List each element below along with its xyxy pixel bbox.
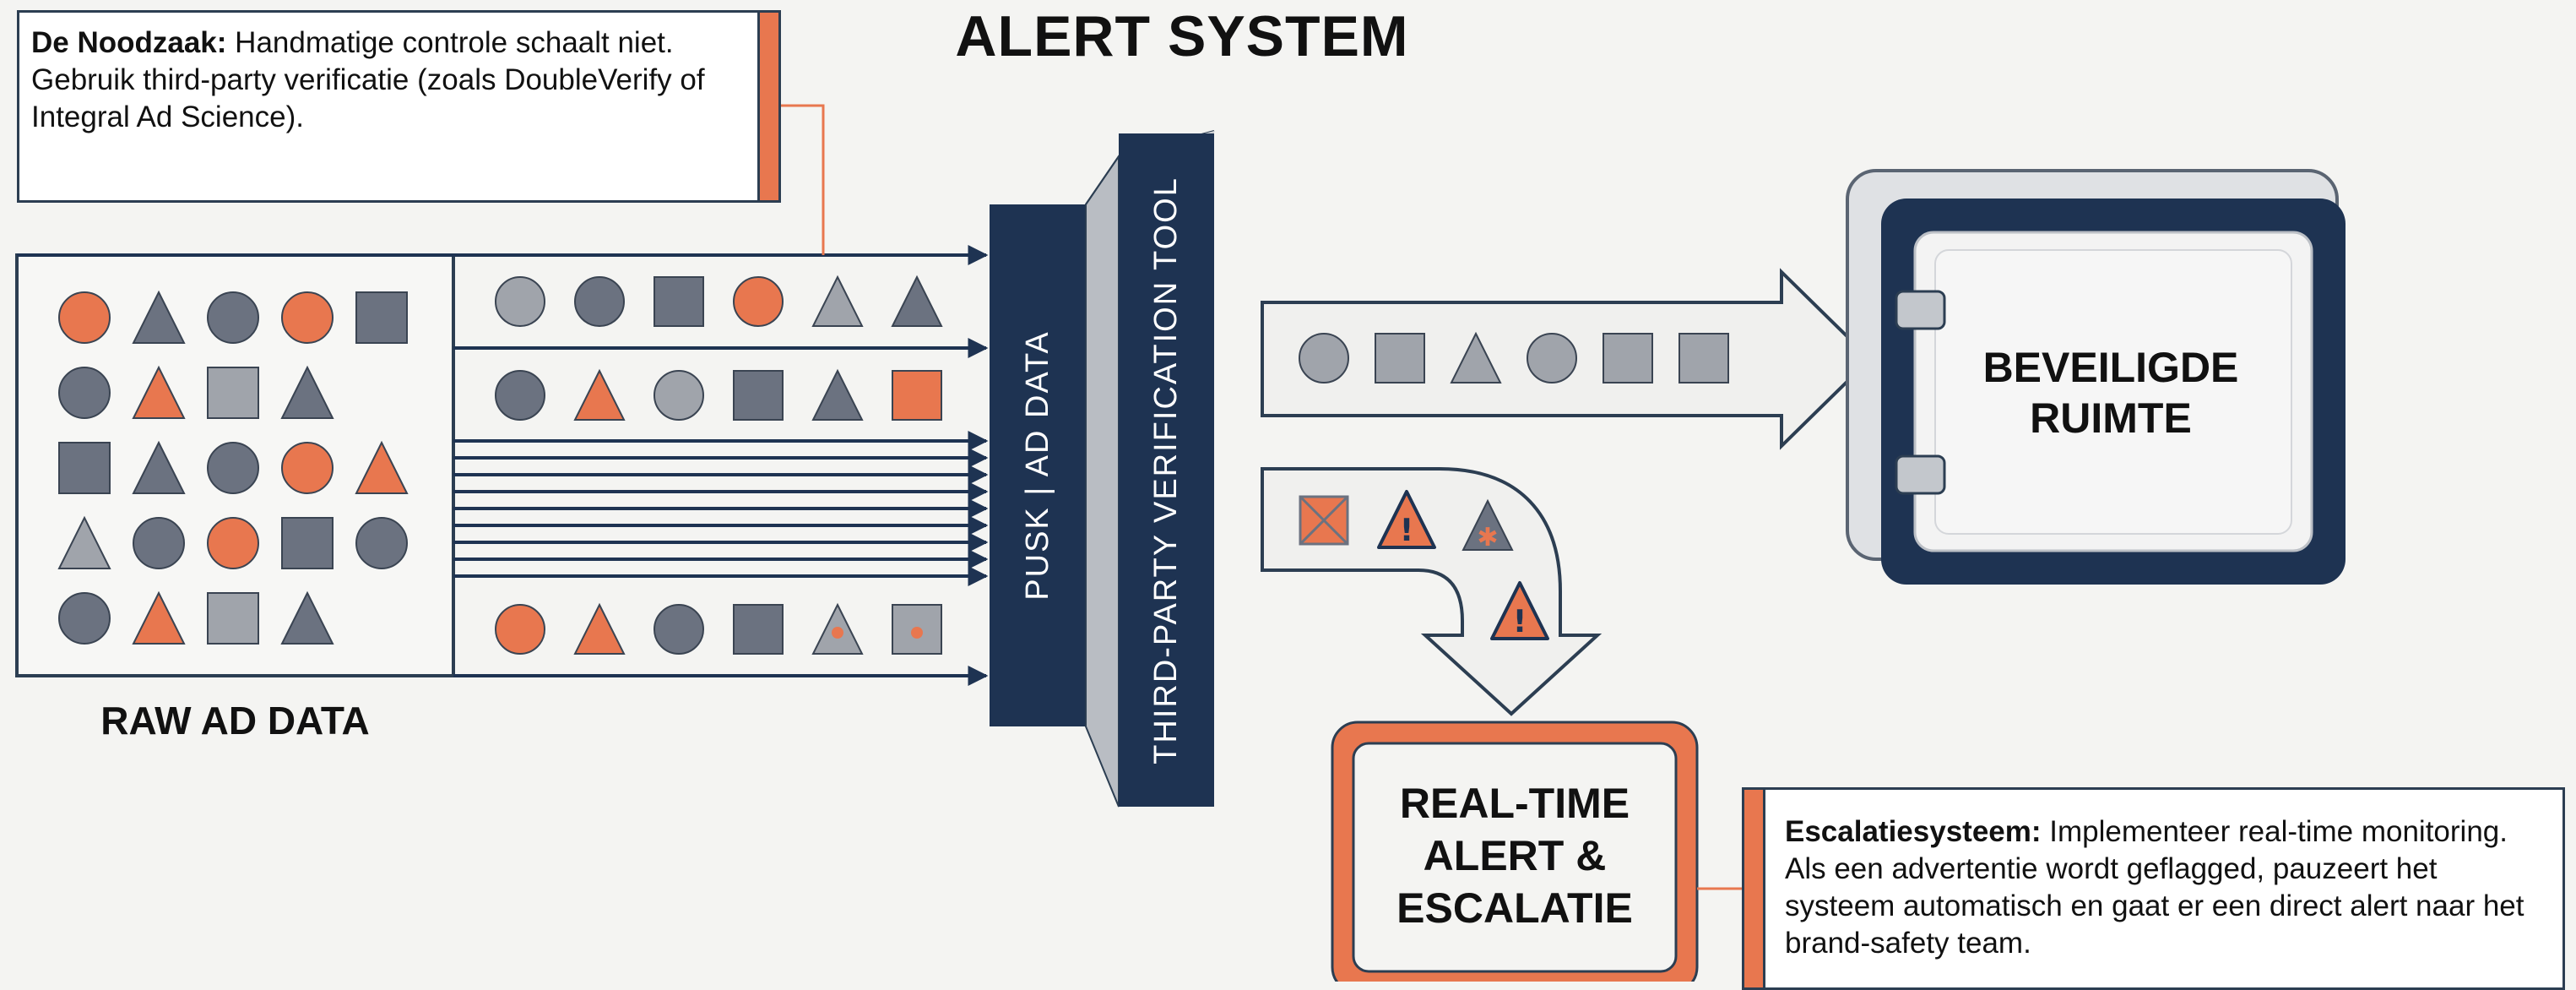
circle-shape: [653, 604, 704, 655]
verification-tool: [1119, 133, 1214, 807]
square-shape: [653, 276, 704, 327]
square-shape: [281, 517, 334, 569]
circle-shape: [58, 291, 111, 344]
verification-tool-label: THIRD-PARTY VERIFICATION TOOL: [1148, 177, 1184, 764]
triangle-shape: [132, 290, 186, 344]
triangle-shape: [280, 590, 334, 645]
alert-escalation-label: REAL-TIME ALERT & ESCALATIE: [1353, 777, 1676, 934]
alert-box-inner: [1352, 742, 1678, 973]
safe-hinge-bottom: [1895, 454, 1946, 495]
circle-shape: [1299, 333, 1349, 383]
note-top: De Noodzaak: Handmatige controle schaalt…: [17, 10, 781, 203]
flag-star-icon: ✱: [1477, 523, 1498, 552]
input-arrows: [17, 245, 989, 686]
circle-shape: [733, 276, 784, 327]
square-shape: [207, 367, 259, 419]
triangle-shape: [57, 515, 111, 569]
warning-exclamation-icon: !: [1513, 603, 1527, 639]
circle-shape: [207, 291, 259, 344]
note-top-heading: De Noodzaak:: [31, 26, 227, 59]
circle-shape: [653, 370, 704, 421]
triangle-shape: [1450, 331, 1502, 383]
square-shape: [892, 370, 942, 421]
circle-shape: [58, 592, 111, 645]
note-bottom-heading: Escalatiesysteem:: [1785, 815, 2042, 848]
safe-inner-panel: [1934, 249, 2292, 535]
secure-room-label: BEVEILIGDE RUIMTE: [1982, 344, 2239, 442]
circle-shape: [207, 517, 259, 569]
square-shape: [733, 370, 784, 421]
circle-shape: [495, 370, 545, 421]
alert-label-line: REAL-TIME: [1399, 780, 1630, 827]
circle-shape: [574, 276, 625, 327]
circle-shape: [281, 442, 334, 494]
circle-shape: [281, 291, 334, 344]
flag-dot: [832, 627, 843, 639]
flag-dot: [911, 627, 923, 639]
note-bottom: Escalatiesysteem: Implementeer real-time…: [1742, 787, 2565, 990]
note-top-body: Handmatige controle schaalt niet. Gebrui…: [31, 26, 705, 133]
circle-shape: [133, 517, 185, 569]
triangle-shape: [811, 275, 864, 327]
triangle-shape: [280, 365, 334, 419]
page-title: ALERT SYSTEM: [955, 4, 1409, 68]
push-ad-data-label: PUSK | AD DATA: [1020, 330, 1055, 601]
square-shape: [1603, 333, 1653, 383]
square-shape: [1375, 333, 1425, 383]
circle-shape: [495, 604, 545, 655]
circle-shape: [58, 367, 111, 419]
circle-shape: [207, 442, 259, 494]
safe-hinge-top: [1895, 290, 1946, 330]
note-bottom-accent: [1744, 790, 1765, 987]
note-top-connector: [777, 104, 825, 255]
square-shape: [58, 442, 111, 494]
warning-triangle-icon: [1377, 490, 1436, 549]
circle-shape: [1527, 333, 1577, 383]
verification-tool-side: [1085, 153, 1120, 808]
circle-shape: [495, 276, 545, 327]
flag-cross-icon: [1299, 495, 1349, 546]
warning-exclamation-icon: !: [1400, 512, 1414, 548]
square-shape: [355, 291, 408, 344]
square-shape: [207, 592, 259, 645]
triangle-shape: [132, 365, 186, 419]
note-bottom-body: Implementeer real-time monitoring. Als e…: [1785, 815, 2524, 960]
warning-triangle-icon: [1490, 581, 1549, 640]
square-shape: [733, 604, 784, 655]
triangle-shape: [132, 590, 186, 645]
circle-shape: [355, 517, 408, 569]
push-ad-data-module: [990, 204, 1086, 726]
raw-data-label: RAW AD DATA: [100, 699, 370, 742]
square-shape: [1678, 333, 1729, 383]
alert-label-line: ESCALATIE: [1396, 884, 1633, 932]
alert-label-line: ALERT &: [1423, 832, 1607, 879]
triangle-shape: [573, 368, 626, 421]
triangle-shape: [132, 440, 186, 494]
triangle-shape: [355, 440, 409, 494]
triangle-shape: [573, 602, 626, 655]
triangle-shape: [811, 368, 864, 421]
triangle-shape: [891, 275, 943, 327]
note-top-accent: [757, 13, 778, 200]
triangle-shape: [1462, 498, 1514, 551]
